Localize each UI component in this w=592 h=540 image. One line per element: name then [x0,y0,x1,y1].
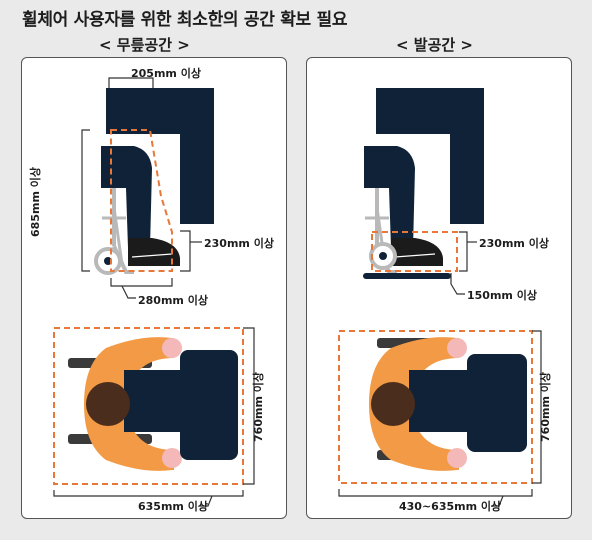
knee-top-dimension-label: 205mm 이상 [131,67,201,80]
knee-plan-depth-label: 760mm 이상 [252,372,265,442]
knee-space-illustration [53,77,255,507]
knee-plan-width-label: 635mm 이상 [138,500,208,513]
knee-bottom-dimension-label: 280mm 이상 [138,294,208,307]
foot-space-illustration [338,88,542,507]
knee-height-dimension-label: 685mm 이상 [29,167,42,237]
knee-plan-view [53,327,255,507]
knee-space-heading: < 무릎공간 > [99,36,190,54]
foot-plan-depth-label: 760mm 이상 [539,372,552,442]
foot-bottom-dimension-label: 150mm 이상 [467,289,537,302]
knee-space-panel: 205mm 이상 685mm 이상 230mm 이상 280mm 이상 760m… [21,57,287,519]
foot-space-panel: 230mm 이상 150mm 이상 760mm 이상 430~635mm 이상 [306,57,572,519]
foot-plan-width-label: 430~635mm 이상 [399,500,502,513]
foot-space-heading: < 발공간 > [396,36,473,54]
foot-right-dimension-label: 230mm 이상 [479,237,549,250]
foot-plan-view [338,330,542,507]
page-title: 휠체어 사용자를 위한 최소한의 공간 확보 필요 [22,10,348,30]
knee-right-dimension-label: 230mm 이상 [204,237,274,250]
